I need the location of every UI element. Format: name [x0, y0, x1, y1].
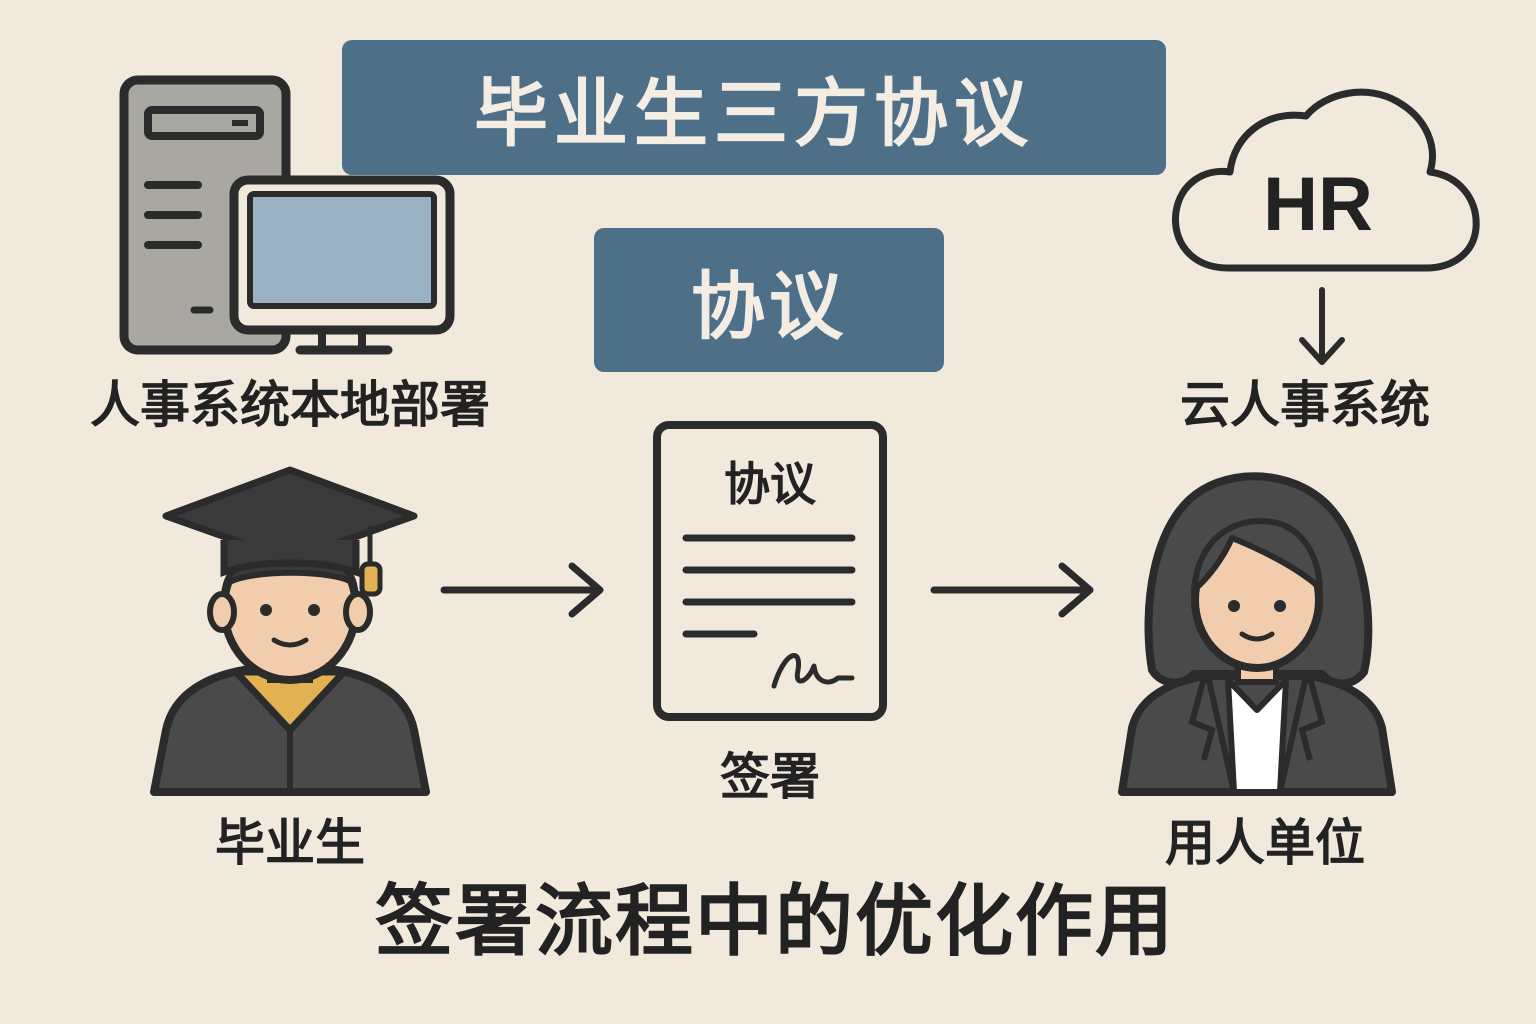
document-icon: 协议 [653, 421, 887, 721]
cloud-system-label: 云人事系统 [1180, 376, 1430, 434]
right-arrow-icon [930, 562, 1094, 618]
sign-label: 签署 [720, 748, 820, 806]
right-arrow-icon [440, 562, 604, 618]
title-text: 毕业生三方协议 [474, 71, 1034, 157]
graduate-label: 毕业生 [215, 814, 365, 872]
cloud-hr-text: HR [1263, 162, 1373, 247]
agreement-banner: 协议 [594, 228, 944, 372]
graduate-icon [150, 466, 430, 796]
employer-label: 用人单位 [1165, 814, 1365, 872]
local-system-label: 人事系统本地部署 [90, 376, 490, 434]
footer-title: 签署流程中的优化作用 [374, 877, 1175, 967]
signature-icon [771, 653, 855, 689]
cloud-icon: HR [1171, 88, 1480, 272]
down-arrow-icon [1299, 287, 1345, 365]
agreement-banner-text: 协议 [691, 263, 847, 350]
employer-icon [1118, 472, 1396, 796]
title-banner: 毕业生三方协议 [342, 40, 1166, 175]
document-title-text: 协议 [724, 457, 817, 511]
server-computer-icon [119, 75, 455, 355]
